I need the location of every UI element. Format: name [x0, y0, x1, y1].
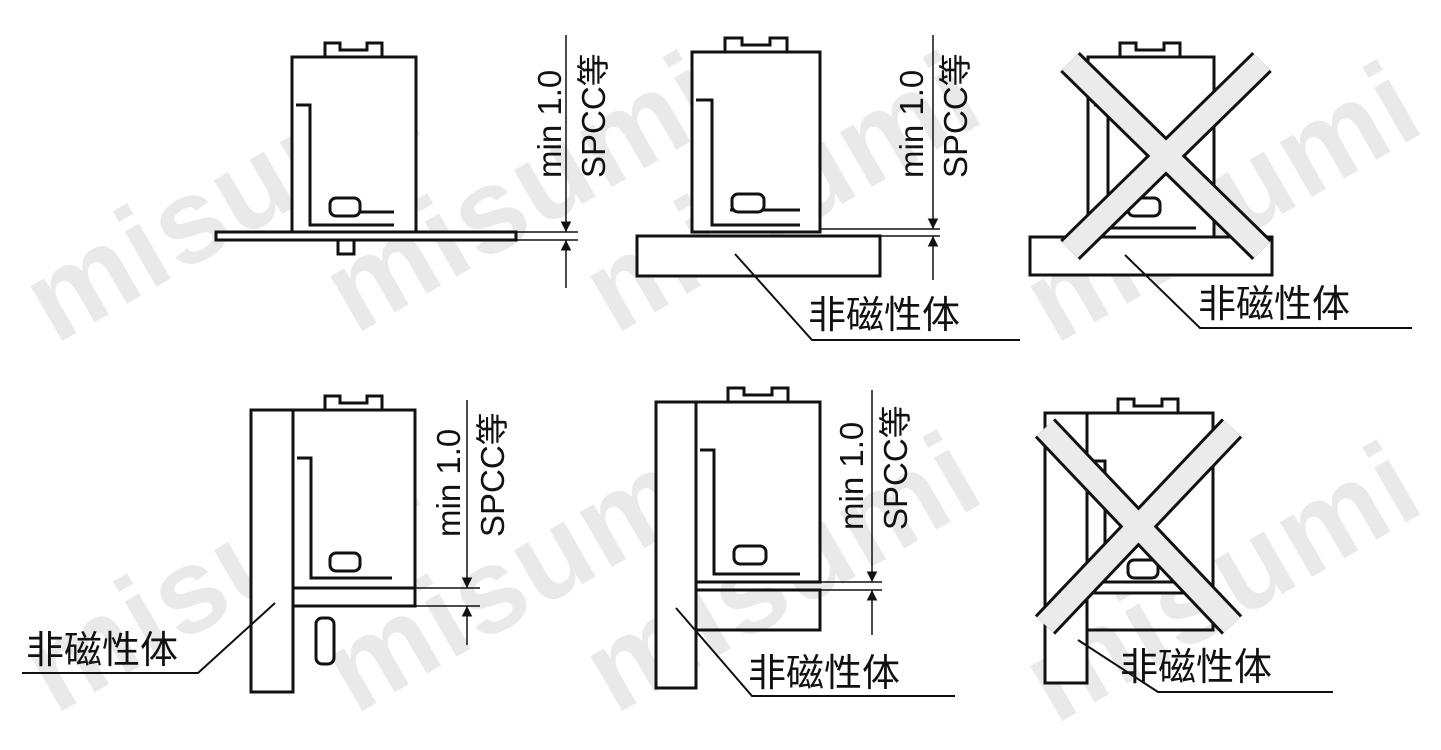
material-label-4: SPCC等 [877, 405, 914, 530]
panel-2-sensor-on-nonmagnetic-base [635, 35, 1020, 341]
material-label-2: SPCC等 [937, 53, 974, 178]
diagram-canvas: misumi misumi misumi misumi misumi misum… [1, 26, 1441, 748]
min-thickness-label-2: min 1.0 [893, 69, 930, 178]
cross-mark-bottom [1034, 418, 1243, 635]
min-thickness-label-3: min 1.0 [430, 428, 467, 537]
min-thickness-label-4: min 1.0 [833, 421, 870, 530]
panel-1-sensor-on-thin-plate [214, 35, 578, 288]
nonmagnetic-label-2: 非磁性体 [1198, 282, 1351, 326]
panel-5-side-mount-nonmagnetic [654, 386, 955, 697]
min-thickness-label-1: min 1.0 [531, 69, 568, 178]
technical-drawing [22, 35, 1412, 697]
panel-4-side-mount-thin-plate [22, 394, 480, 694]
material-label-1: SPCC等 [575, 53, 612, 178]
nonmagnetic-label-4: 非磁性体 [748, 651, 901, 695]
nonmagnetic-label-3: 非磁性体 [26, 628, 179, 672]
material-label-3: SPCC等 [474, 412, 511, 537]
nonmagnetic-label-1: 非磁性体 [808, 293, 961, 337]
nonmagnetic-label-5: 非磁性体 [1120, 645, 1273, 689]
cross-mark-top [1060, 51, 1272, 261]
